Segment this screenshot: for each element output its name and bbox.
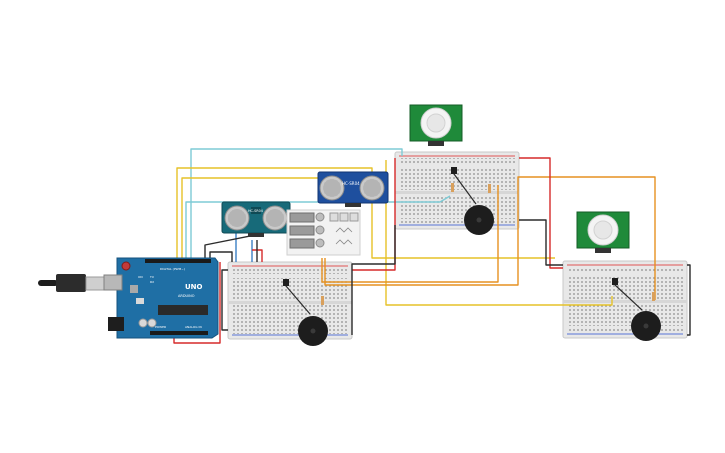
transistor-main [283,279,311,315]
buzzer-top [464,205,494,235]
wire-black-3 [351,225,396,335]
arduino-brand: UNO [185,283,203,291]
pir-sensor-right [576,211,630,253]
wire-black-4 [519,219,563,266]
wire-black-6 [204,234,256,262]
breadboard-right [562,260,688,339]
atmega-chip [158,305,208,315]
pir-sensor-top [409,104,463,146]
wire-yellow-1 [176,167,555,262]
resistor-main [321,296,324,305]
resistor-right [652,292,655,301]
ultrasonic-sensor-b: HC-SR04 [317,171,389,207]
arduino-tx-label: TX [149,275,154,279]
arduino-on-label: ON [138,275,143,279]
wire-red-2 [252,249,263,262]
wire-black-1 [209,251,233,262]
wire-orange-2 [324,176,656,300]
arduino-rx-label: RX [150,280,154,284]
wire-black-5 [687,264,691,336]
wire-red-1 [173,262,221,344]
wire-yellow-2 [181,177,320,262]
transistor-right [612,278,643,311]
transistor-top [451,167,477,205]
resistor-top [451,183,491,193]
arduino-uno: UNO ARDUINO DIGITAL (PWM~) ANALOG IN POW… [38,257,219,339]
breadboard-main [227,261,353,340]
wire-cyan-1 [190,148,403,262]
wires [173,148,691,344]
wire-red-4 [519,157,563,269]
wire-cyan-2 [185,195,451,262]
usb-port [103,274,123,291]
wire-orange-1 [321,185,499,283]
usb-cable [38,280,58,286]
buzzer-right [631,311,661,341]
buzzer-main [298,316,328,346]
arduino-analog-label: ANALOG IN [185,325,202,329]
wire-yellow-3 [385,160,613,306]
arduino-digital-label: DIGITAL (PWM~) [160,267,185,271]
arduino-subtitle: ARDUINO [178,294,195,298]
ultrasonic-b-model: HC-SR04 [342,181,360,186]
relay-module [286,209,361,256]
power-jack [108,317,124,331]
wire-red-3 [352,158,396,271]
breadboard-top [394,151,520,230]
reset-button [121,261,131,271]
arduino-power-label: POWER [155,325,166,329]
wire-black-2 [221,269,228,331]
ultrasonic-sensor-a: HC-SR04 [221,201,291,237]
ultrasonic-a-model: HC-SR04 [248,209,263,213]
